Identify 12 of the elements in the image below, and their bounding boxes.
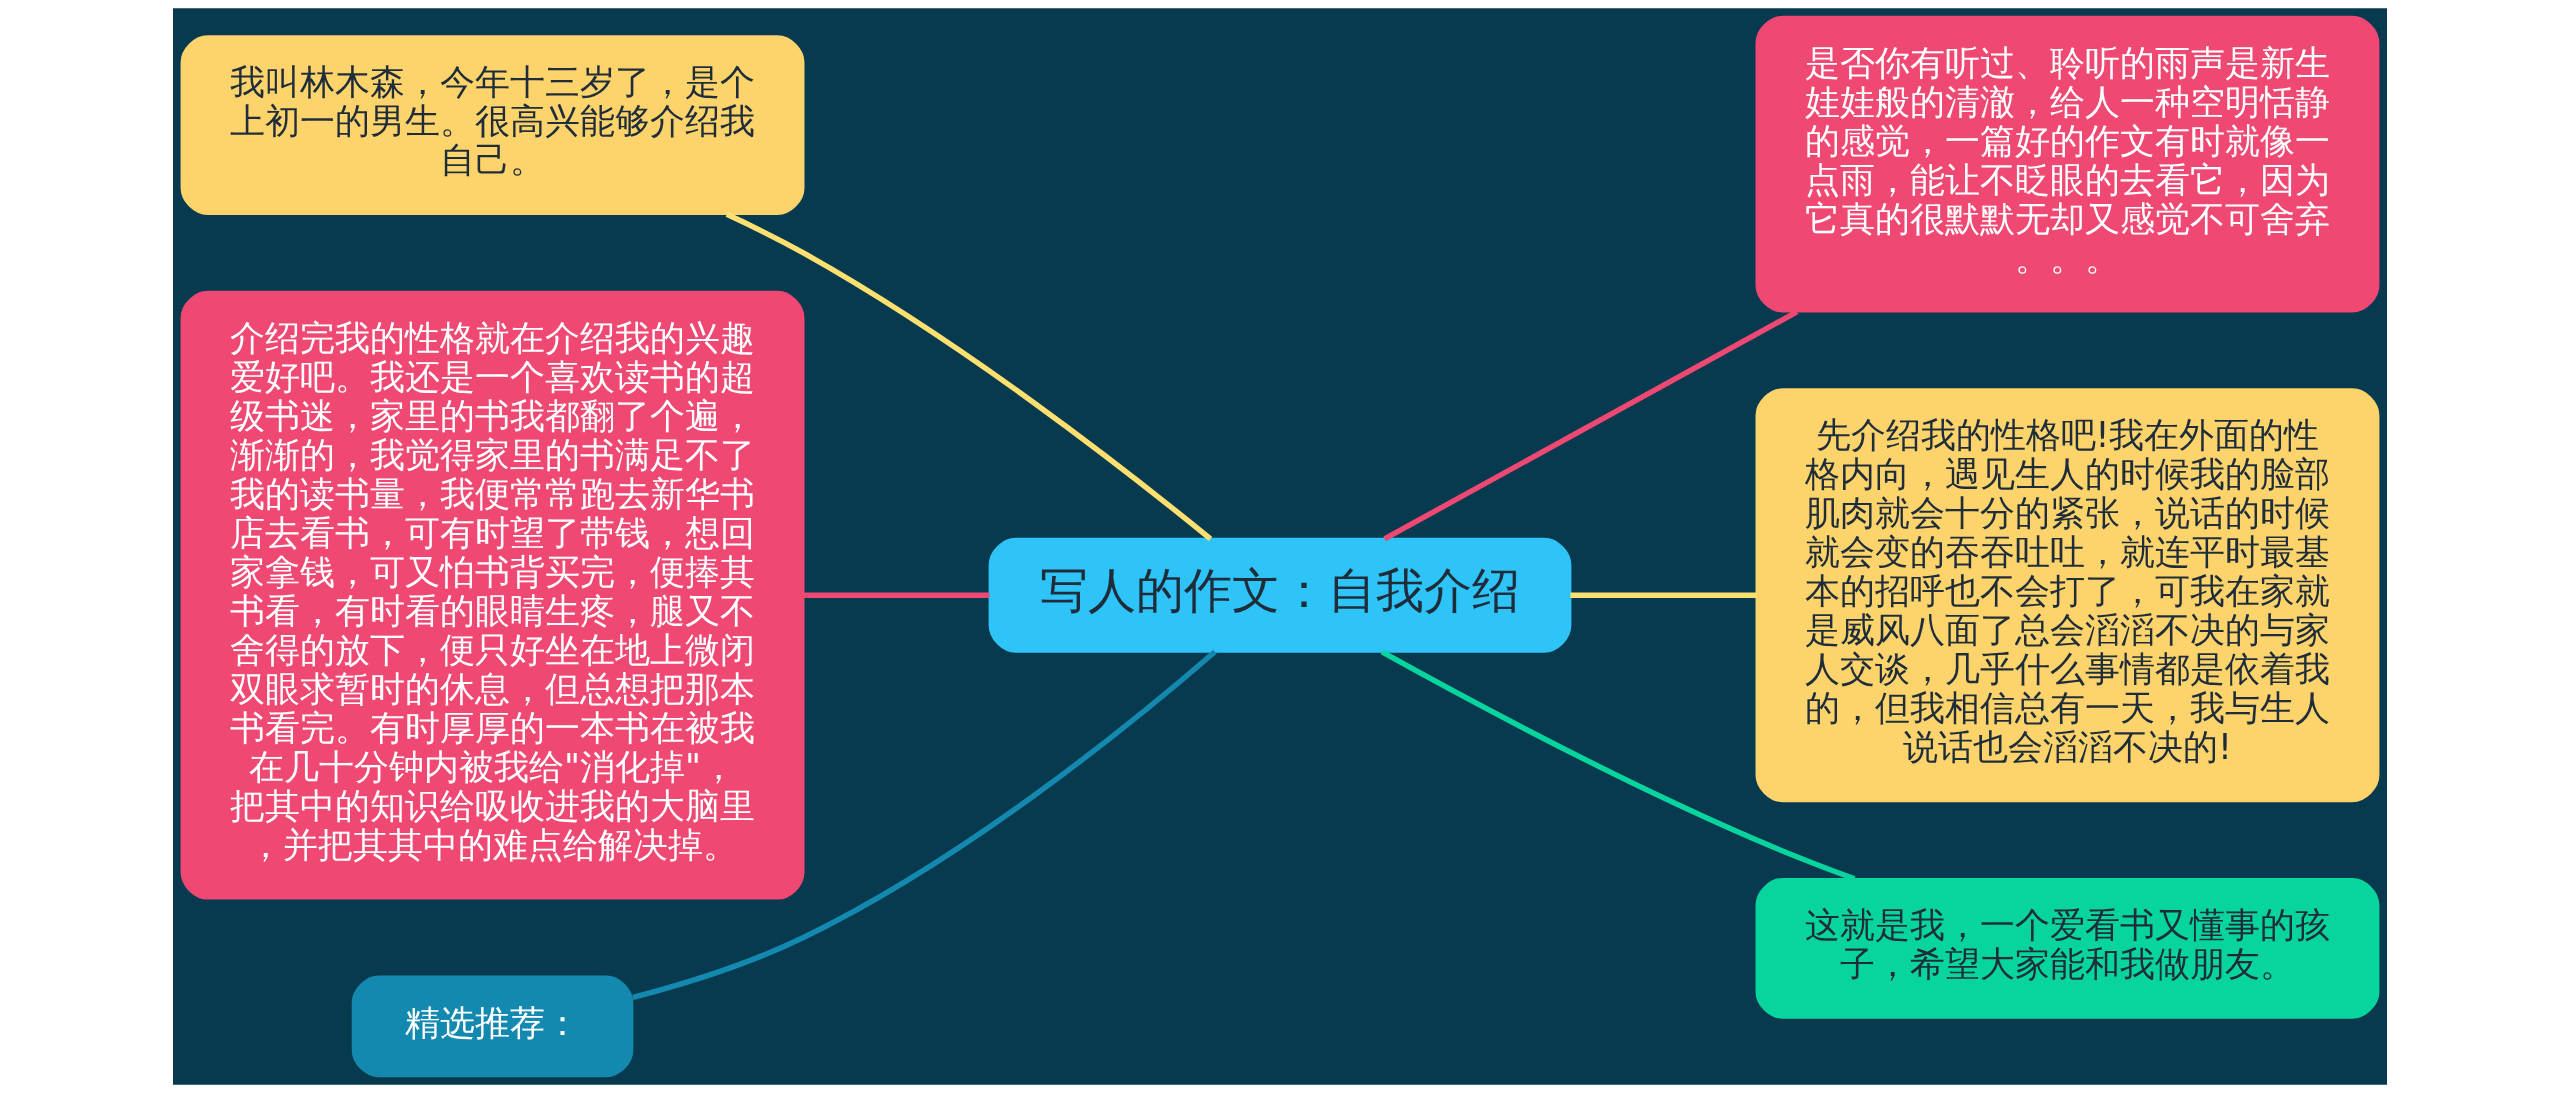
node-box: 这就是我，一个爱看书又懂事的孩子，希望大家能和我做朋友。 <box>1755 877 2380 1019</box>
node-box: 写人的作文：自我介绍 <box>988 537 1572 653</box>
node-box: 是否你有听过、聆听的雨声是新生娃娃般的清澈，给人一种空明恬静的感觉，一篇好的作文有时就像一点雨，能让不眨眼的去看它，因为它真的很默默无却又感觉不可舍弃。。。 <box>1755 15 2380 313</box>
node-box: 我叫林木森，今年十三岁了，是个上初一的男生。很高兴能够介绍我自己。 <box>180 35 805 216</box>
connector <box>1570 592 1757 598</box>
connector <box>725 211 1213 541</box>
connector <box>803 592 990 598</box>
node-box: 先介绍我的性格吧!我在外面的性格内向，遇见生人的时候我的脸部肌肉就会十分的紧张，说话的时候就会变的吞吞吐吐，就连平时最基本的招呼也不会打了，可我在家就是威风八面了总会滔滔不决的与家人交谈，几乎什么事情都是依着我的，但我相信总有一天，我与生人说话也会滔滔不决的! <box>1755 388 2380 803</box>
node-box: 介绍完我的性格就在介绍我的兴趣爱好吧。我还是一个喜欢读书的超级书迷，家里的书我都翻了个遍，渐渐的，我觉得家里的书满足不了我的读书量，我便常常跑去新华书店去看书，可有时望了带钱，想回家拿钱，可又怕书背买完，便捧其书看，有时看的眼睛生疼，腿又不舍得的放下，便只好坐在地上微闭双眼求暂时的休息，但总想把那本书看完。有时厚厚的一本书在被我在几十分钟内被我给"消化掉"，把其中的知识给吸收进我的大脑里，并把其其中的难点给解决掉。 <box>180 290 805 900</box>
node-box: 精选推荐： <box>351 975 634 1078</box>
connector <box>632 649 1217 1001</box>
connector <box>1383 309 1799 542</box>
